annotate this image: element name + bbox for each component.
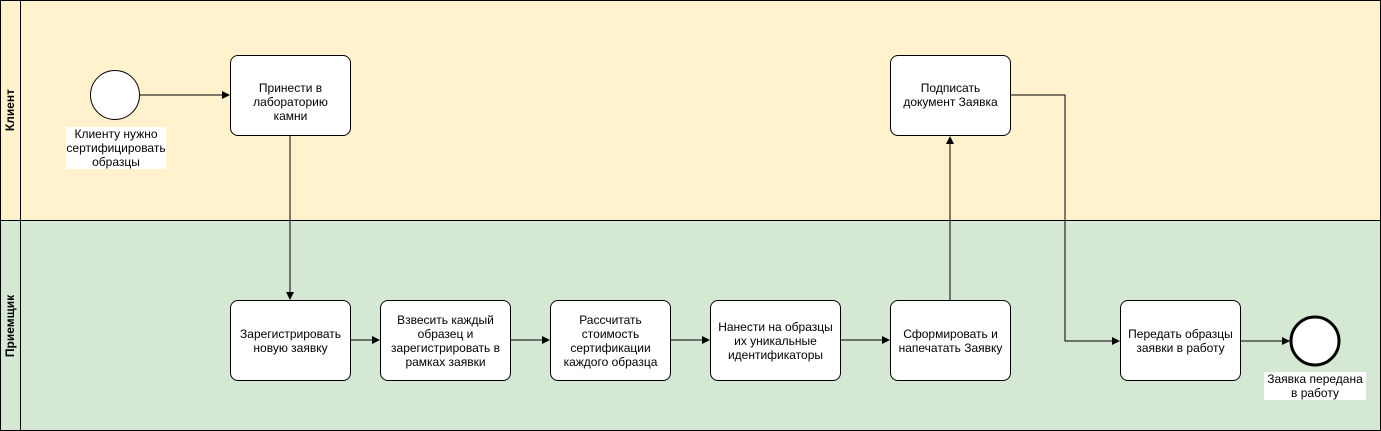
flow-sign-to-handover	[1010, 94, 1120, 345]
task-hand-over[interactable]: Передать образцы заявки в работу	[1120, 300, 1241, 381]
task-form-print[interactable]: Сформировать и напечатать Заявку	[890, 300, 1011, 381]
lane-client	[0, 0, 1381, 221]
lane-client-label: Клиент	[3, 88, 17, 132]
start-event-label: Клиенту нужно сертифицировать образцы	[66, 127, 166, 169]
task-register-request[interactable]: Зарегистрировать новую заявку	[230, 300, 351, 381]
lane-receiver-title: Приемщик	[0, 220, 20, 431]
end-event-label: Заявка передана в работу	[1264, 372, 1366, 400]
lane-receiver-label: Приемщик	[3, 294, 18, 357]
start-event[interactable]	[90, 70, 140, 120]
task-weigh-samples[interactable]: Взвесить каждый образец и зарегистрирова…	[380, 300, 511, 381]
task-sign-document[interactable]: Подписать документ Заявка	[890, 55, 1011, 136]
task-calculate-cost[interactable]: Рассчитать стоимость сертификации каждог…	[550, 300, 671, 381]
task-apply-ids[interactable]: Нанести на образцы их уникальные идентиф…	[710, 300, 841, 381]
lane-client-title: Клиент	[0, 0, 20, 220]
end-event[interactable]	[1289, 315, 1341, 367]
task-bring-stones[interactable]: Принести в лабораторию камни	[230, 55, 351, 136]
